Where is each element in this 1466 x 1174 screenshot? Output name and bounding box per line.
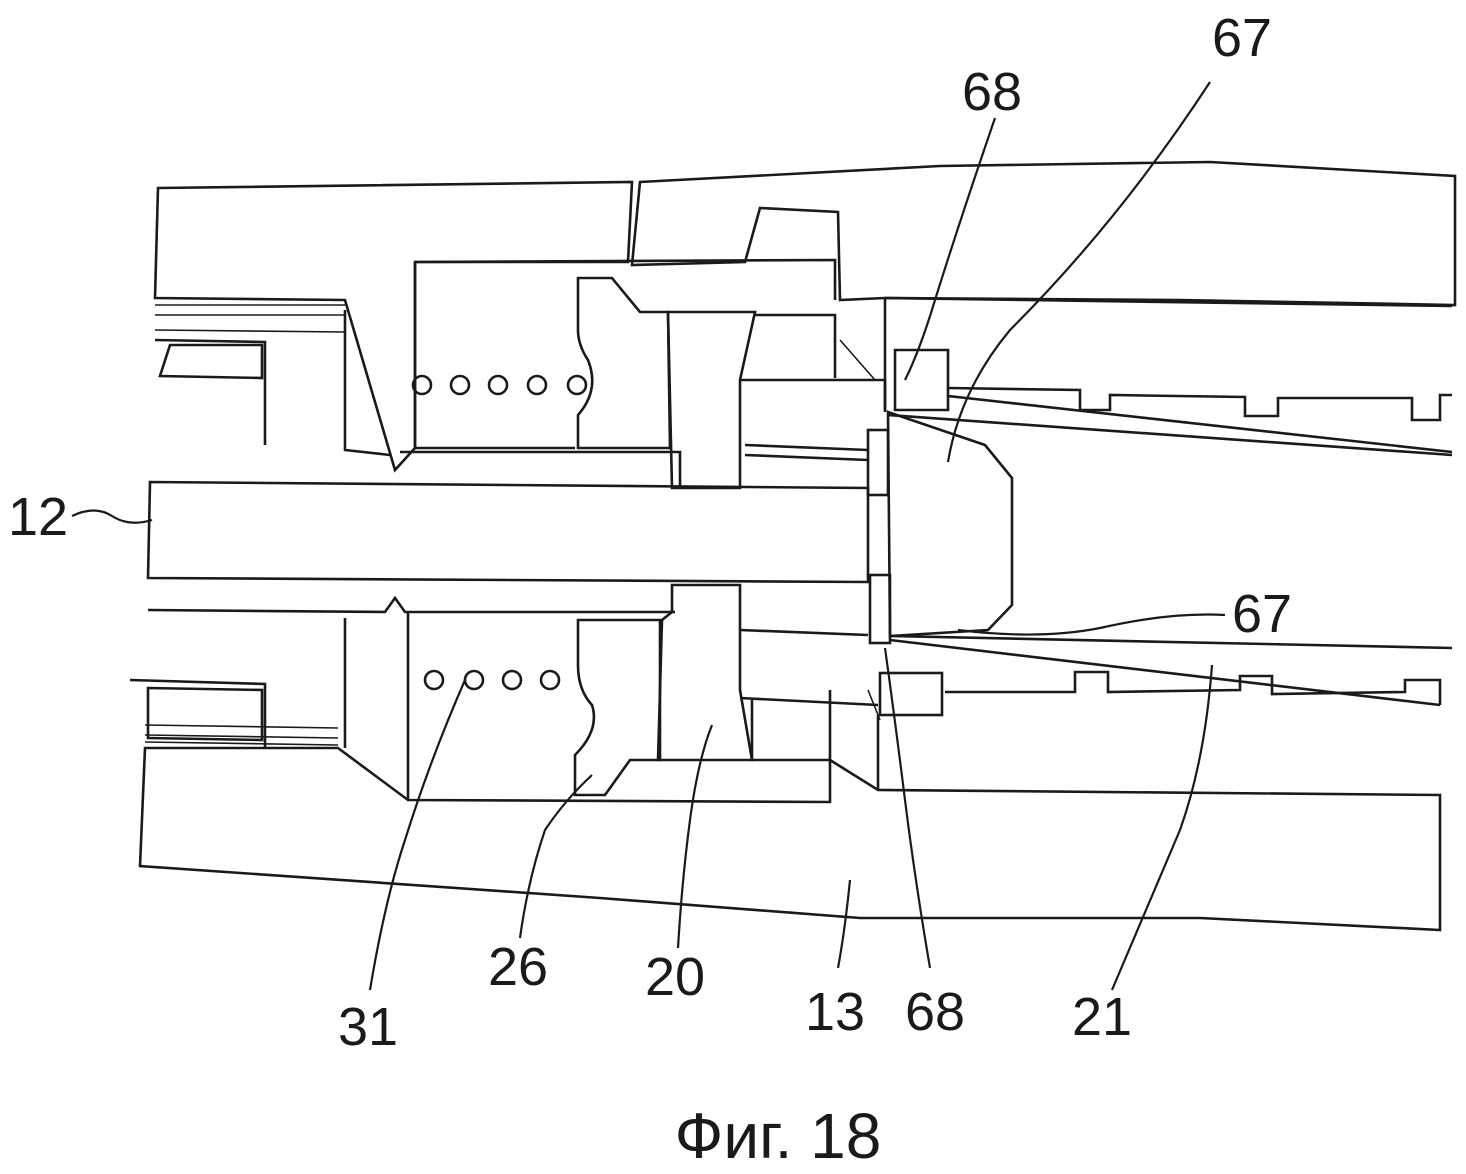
upper-left-inner-parts [154,258,837,488]
upper-perforated-sleeve [411,374,588,396]
reference-labels: 12 67 68 67 31 26 20 13 68 21 [8,8,1292,1057]
lower-left-inner-parts [129,595,675,800]
label-67-right: 67 [1232,584,1292,644]
upper-right-sleeve [740,313,887,462]
lower-seal-26 [573,618,662,797]
upper-washer-20 [666,310,757,490]
label-68-top: 68 [962,62,1022,122]
central-cone-67 [886,410,1014,638]
lower-washer-20 [656,583,754,762]
label-31: 31 [338,997,398,1057]
lower-contact-68 [868,573,944,717]
label-21: 21 [1072,987,1132,1047]
label-13: 13 [805,982,865,1042]
label-26: 26 [488,937,548,997]
label-67-top: 67 [1212,8,1272,68]
upper-sleeve-21 [883,296,1453,457]
lower-sleeve-21 [867,634,1453,790]
lower-perforated-sleeve [423,669,561,691]
leader-lines [71,81,1226,991]
lower-right-sleeve [739,628,879,762]
label-20: 20 [645,947,705,1007]
label-12: 12 [8,487,68,547]
lower-housing-wall [138,746,1442,932]
figure-caption: Фиг. 18 [675,1100,882,1172]
central-shaft-12 [146,480,870,584]
upper-seal-26 [576,276,672,450]
label-68-bottom: 68 [905,982,965,1042]
